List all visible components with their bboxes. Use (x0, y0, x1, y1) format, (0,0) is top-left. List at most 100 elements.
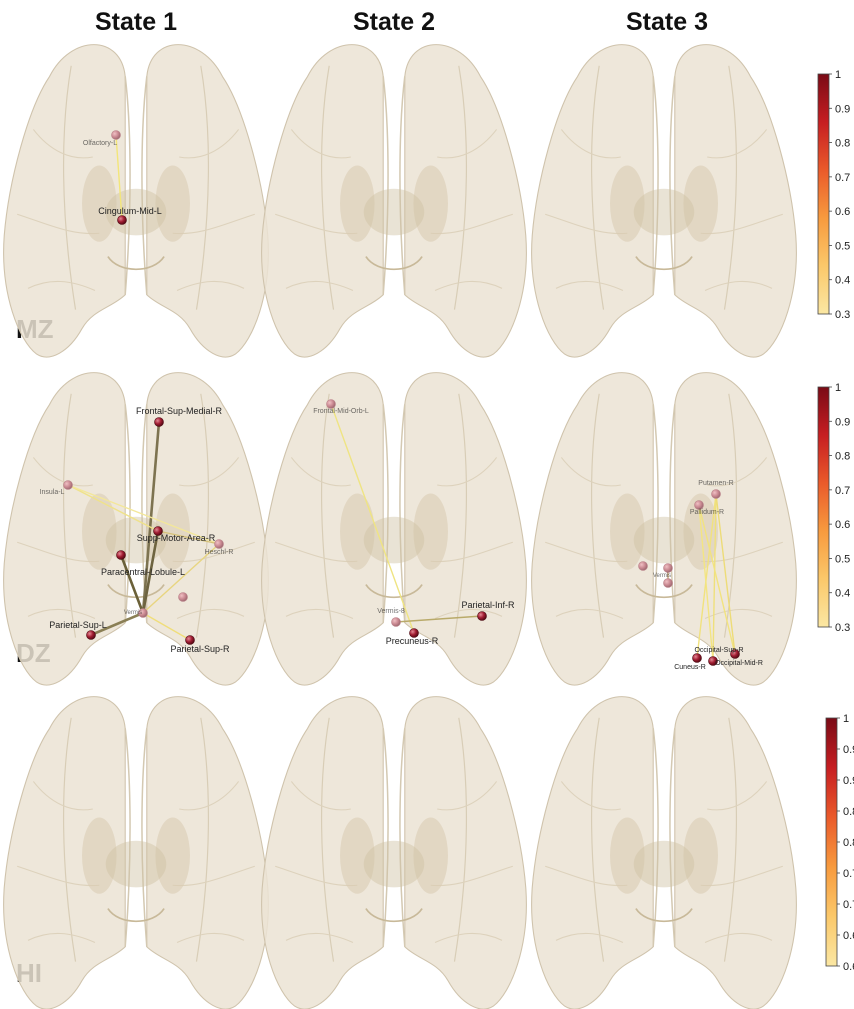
colorbar-tick-label: 0.3 (835, 309, 850, 321)
colorbar-frame (817, 386, 830, 628)
connection-edge (712, 493, 717, 662)
node-label: Olfactory-L (83, 140, 117, 147)
connection-edge (67, 484, 159, 532)
brain-outline-hi-2 (260, 695, 528, 1009)
brain-node (117, 215, 127, 225)
brain-node (708, 656, 718, 666)
node-label: Parietal-Inf-R (461, 600, 515, 610)
column-title-state-2: State 2 (353, 8, 435, 36)
brain-node (185, 635, 195, 645)
brain-node (694, 500, 704, 510)
colorbar-tick-label: 0.8 (843, 837, 854, 849)
brain-outline-mz-1 (2, 43, 270, 358)
node-label: Cingulum-Mid-L (98, 206, 162, 216)
colorbar-tick-label: 0.6 (843, 961, 854, 973)
brain-node (409, 628, 419, 638)
brain-outline-dz-1 (2, 371, 270, 686)
colorbar-tick-label: 0.9 (843, 775, 854, 787)
node-label: Cuneus-R (674, 664, 706, 671)
brain-node (638, 561, 648, 571)
colorbar (818, 387, 829, 627)
colorbar-tick-label: 0.8 (835, 451, 850, 463)
colorbar (826, 718, 837, 966)
colorbar-tick-label: 0.6 (835, 519, 850, 531)
colorbar-tick-label: 0.6 (843, 930, 854, 942)
brain-node (692, 653, 702, 663)
brain-node (138, 608, 148, 618)
connection-edge (715, 493, 736, 655)
brain-outline-hi-1 (2, 695, 270, 1009)
connection-edge (698, 504, 736, 655)
connection-edge (141, 529, 160, 615)
node-label: Parietal-Sup-L (49, 620, 107, 630)
colorbar-tick-label: 0.3 (835, 622, 850, 634)
node-label: Heschl-R (205, 549, 234, 556)
connection-edge (330, 403, 415, 634)
node-label: Precuneus-R (386, 636, 439, 646)
column-title-state-1: State 1 (95, 8, 177, 36)
node-label: Frontal-Sup-Medial-R (136, 406, 223, 416)
brain-node (663, 563, 673, 573)
node-label: Vermis (653, 573, 671, 579)
colorbar-tick-label: 1 (835, 69, 841, 81)
brain-node (154, 417, 164, 427)
brain-node (214, 539, 224, 549)
brain-node (391, 617, 401, 627)
node-label: Insula-L (40, 489, 65, 496)
node-label: Occipital-Mid-R (715, 660, 763, 667)
colorbar-tick-label: 0.9 (835, 416, 850, 428)
brain-outline-mz-2 (260, 43, 528, 358)
connection-edge (115, 134, 123, 221)
node-label: Frontal-Mid-Orb-L (313, 408, 369, 415)
connection-edge (67, 484, 220, 545)
connection-edge (142, 543, 220, 614)
colorbar-tick-label: 0.6 (835, 206, 850, 218)
colorbar-tick-label: 0.8 (843, 806, 854, 818)
colorbar-tick-label: 0.5 (835, 240, 850, 252)
brain-node (111, 130, 121, 140)
connection-edge (395, 615, 483, 623)
brain-node (326, 399, 336, 409)
brain-node (86, 630, 96, 640)
column-title-state-3: State 3 (626, 8, 708, 36)
colorbar-frame (817, 73, 830, 315)
brain-node (153, 526, 163, 536)
colorbar-tick-label: 0.9 (835, 103, 850, 115)
brain-node (178, 592, 188, 602)
colorbar-tick-label: 1 (843, 713, 849, 725)
colorbar-tick-label: 0.5 (835, 553, 850, 565)
connection-edge (157, 530, 220, 545)
brain-node (477, 611, 487, 621)
node-label: Parietal-Sup-R (170, 644, 230, 654)
brain-outline-mz-3 (530, 43, 798, 358)
brain-node (63, 480, 73, 490)
colorbar-tick-label: 0.7 (835, 485, 850, 497)
connection-edge (119, 553, 145, 615)
brain-node (116, 550, 126, 560)
colorbar-tick-label: 0.7 (835, 172, 850, 184)
brain-node (730, 649, 740, 659)
connection-edge (89, 611, 145, 637)
brain-outline-hi-3 (530, 695, 798, 1009)
node-label: Pallidum-R (690, 509, 724, 516)
brain-node (663, 578, 673, 588)
node-label: Vermis (124, 610, 142, 616)
brain-outline-dz-3 (530, 371, 798, 686)
colorbar-tick-label: 0.4 (835, 275, 850, 287)
colorbar (818, 74, 829, 314)
node-label: Putamen-R (698, 480, 733, 487)
node-label: Vermis-8 (377, 608, 405, 615)
colorbar-tick-label: 0.7 (843, 868, 854, 880)
connection-edge (698, 504, 714, 662)
node-label: Paracentral-Lobule-L (101, 567, 185, 577)
colorbar-tick-label: 1 (835, 382, 841, 394)
colorbar-tick-label: 0.4 (835, 588, 850, 600)
colorbar-tick-label: 0.8 (835, 138, 850, 150)
colorbar-tick-label: 0.9 (843, 744, 854, 756)
node-label: Supp-Motor-Area-R (137, 533, 216, 543)
colorbar-tick-label: 0.7 (843, 899, 854, 911)
node-label: Occipital-Sup-R (694, 647, 743, 654)
connection-edge (696, 493, 717, 659)
brain-node (711, 489, 721, 499)
